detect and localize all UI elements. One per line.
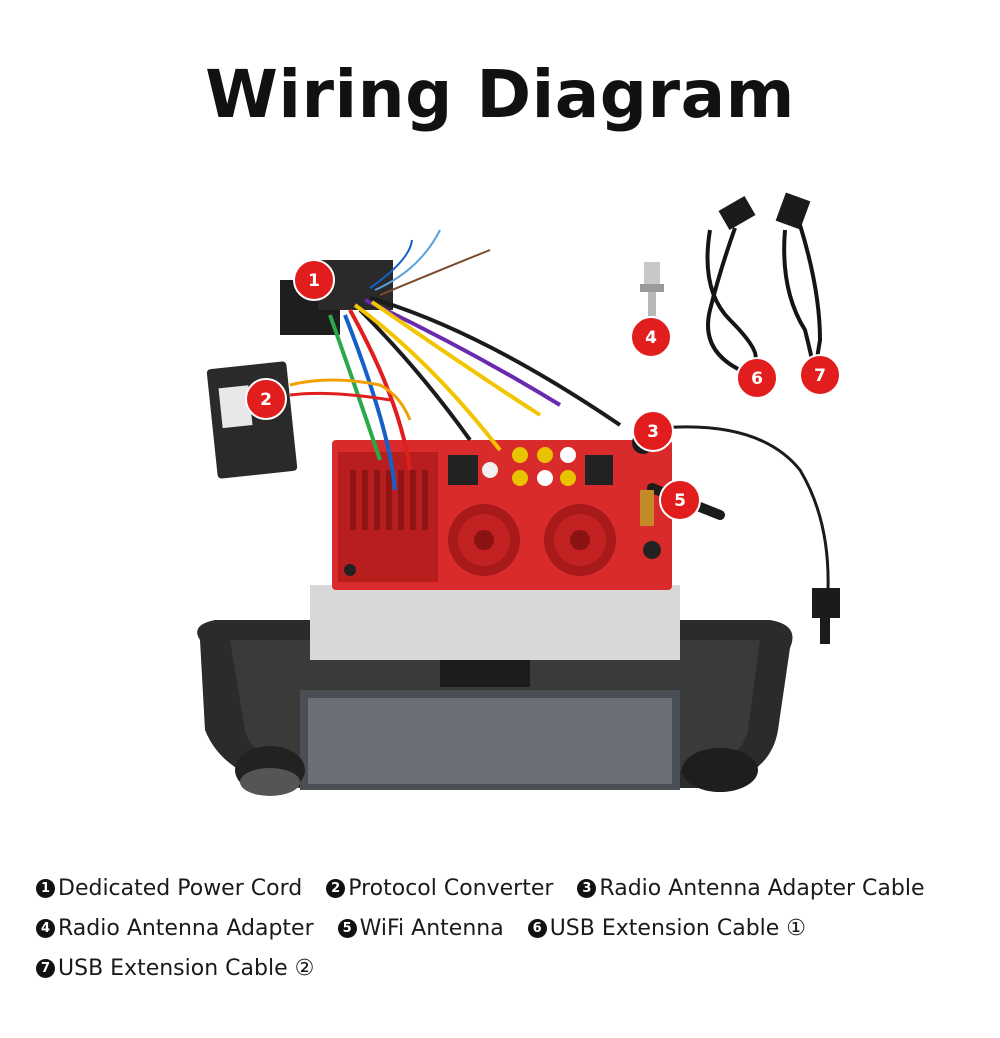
callout-badge-3: 3 <box>632 410 674 452</box>
callout-badge-4: 4 <box>630 316 672 358</box>
power-cord-harness <box>280 229 622 491</box>
main-board <box>332 440 672 590</box>
callout-badge-5: 5 <box>659 479 701 521</box>
radio-antenna-adapter-cable <box>632 425 840 644</box>
legend-number: 7 <box>36 958 55 978</box>
svg-text:3: 3 <box>647 422 659 442</box>
chassis-plate <box>310 585 680 660</box>
legend-label: Protocol Converter <box>348 875 554 901</box>
legend-item: 1 Dedicated Power Cord <box>36 876 302 901</box>
svg-text:1: 1 <box>308 271 320 291</box>
legend-label: Radio Antenna Adapter Cable <box>599 875 925 901</box>
legend-number: 5 <box>337 918 357 938</box>
legend-item: 3 Radio Antenna Adapter Cable <box>577 876 924 901</box>
callout-badge-2: 2 <box>245 378 287 420</box>
legend-row: 1 Dedicated Power Cord 2 Protocol Conver… <box>36 868 976 908</box>
legend-item: 5 WiFi Antenna <box>337 915 504 941</box>
legend-row: 7 USB Extension Cable ② <box>36 948 976 988</box>
legend-number: 6 <box>527 918 547 938</box>
legend-number: 1 <box>36 878 55 898</box>
callout-badge-6: 6 <box>736 357 778 399</box>
legend-item: 6 USB Extension Cable ① <box>527 915 807 941</box>
legend-label: WiFi Antenna <box>359 915 504 941</box>
legend-number: 4 <box>36 918 55 938</box>
svg-text:4: 4 <box>645 328 657 348</box>
page-title: Wiring Diagram <box>205 56 795 133</box>
radio-antenna-adapter <box>640 262 664 316</box>
legend-item: 7 USB Extension Cable ② <box>36 956 314 981</box>
legend-number: 3 <box>577 878 597 898</box>
callout-badge-1: 1 <box>293 259 335 301</box>
svg-text:2: 2 <box>260 390 272 410</box>
legend-label: USB Extension Cable ① <box>549 915 807 941</box>
legend-item: 2 Protocol Converter <box>326 876 553 901</box>
legend-label: Radio Antenna Adapter <box>58 915 314 941</box>
legend-item: 4 Radio Antenna Adapter <box>36 916 314 941</box>
svg-text:5: 5 <box>674 491 686 511</box>
head-unit-frame <box>197 620 793 796</box>
wiring-figure: 1 2 3 4 5 6 7 <box>0 170 1000 850</box>
callout-badge-7: 7 <box>799 354 841 396</box>
svg-text:7: 7 <box>814 366 826 386</box>
legend: 1 Dedicated Power Cord 2 Protocol Conver… <box>36 868 976 988</box>
legend-label: USB Extension Cable ② <box>58 955 315 981</box>
svg-text:6: 6 <box>751 369 763 389</box>
usb-extension-cables <box>705 192 823 376</box>
legend-row: 4 Radio Antenna Adapter 5 WiFi Antenna 6… <box>36 908 976 948</box>
legend-label: Dedicated Power Cord <box>58 875 303 901</box>
legend-number: 2 <box>326 878 346 898</box>
